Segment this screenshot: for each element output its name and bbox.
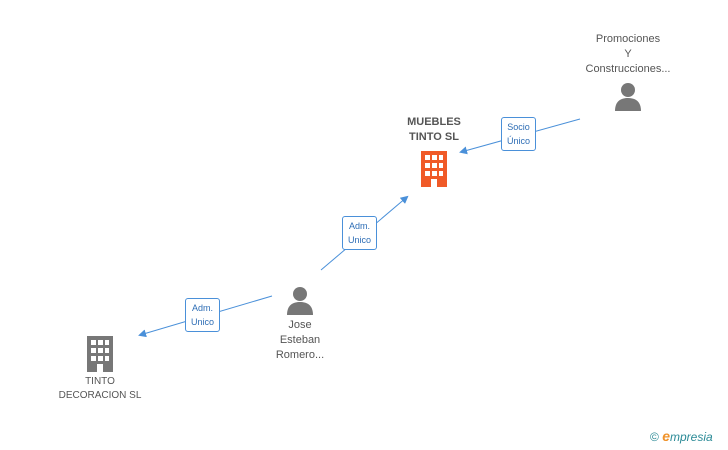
node-promociones[interactable]: Promociones Y Construcciones... <box>568 32 688 111</box>
person-icon <box>615 83 641 111</box>
building-icon <box>87 336 113 372</box>
building-icon <box>421 151 447 187</box>
copyright-icon: © <box>650 430 659 444</box>
node-jose-esteban-label: Jose Esteban Romero... <box>275 319 325 361</box>
node-muebles-tinto-label: MUEBLES TINTO SL <box>407 116 461 143</box>
node-promociones-label: Promociones Y Construcciones... <box>585 33 671 75</box>
node-jose-esteban[interactable]: Jose Esteban Romero... <box>260 285 340 363</box>
edge-label-adm-unico-tinto[interactable]: Adm. Unico <box>185 298 221 332</box>
node-tinto-decoracion-label: TINTO DECORACION SL <box>58 376 142 401</box>
empresia-logo: © empresia <box>650 428 713 444</box>
node-tinto-decoracion[interactable]: TINTO DECORACION SL <box>50 336 150 403</box>
person-icon <box>287 287 313 315</box>
logo-text: mpresia <box>669 430 713 444</box>
edge-label-socio-unico[interactable]: Socio Único <box>501 117 537 151</box>
logo-e: e <box>662 428 670 444</box>
node-muebles-tinto[interactable]: MUEBLES TINTO SL <box>394 115 474 187</box>
edge-label-adm-unico-muebles[interactable]: Adm. Unico <box>342 216 378 250</box>
